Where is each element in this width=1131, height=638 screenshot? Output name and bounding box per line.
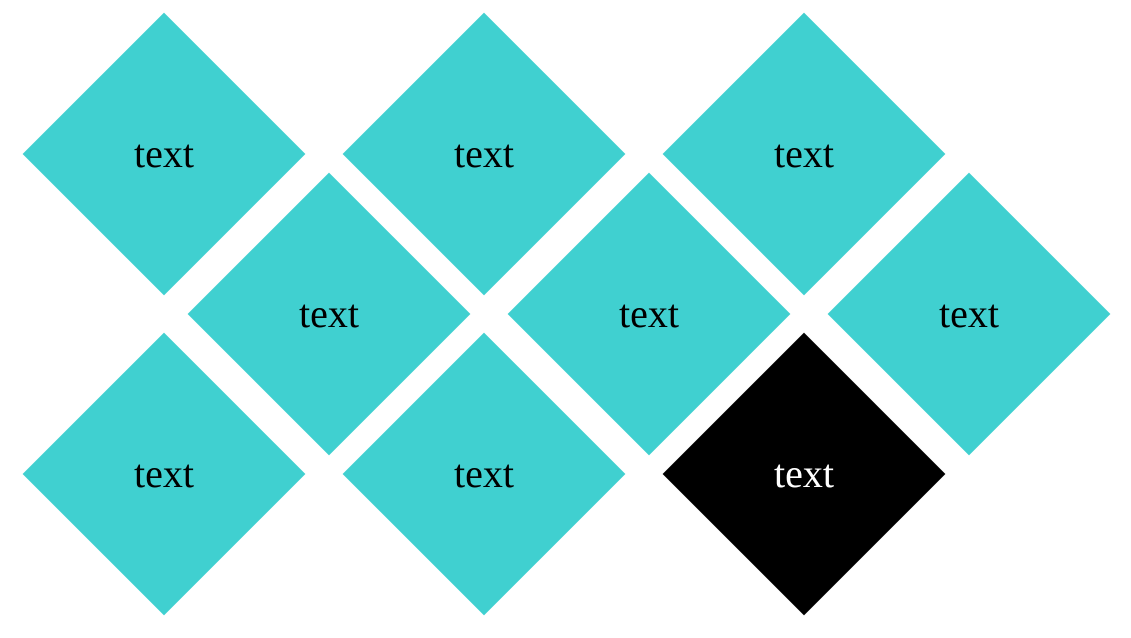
tile-label: text	[134, 451, 194, 496]
tile-label: text	[454, 451, 514, 496]
tile-label: text	[454, 131, 514, 176]
tile-label: text	[619, 291, 679, 336]
tile-label: text	[299, 291, 359, 336]
tile-label: text	[774, 131, 834, 176]
tile-label: text	[939, 291, 999, 336]
tile-label: text	[774, 451, 834, 496]
tile-label: text	[134, 131, 194, 176]
